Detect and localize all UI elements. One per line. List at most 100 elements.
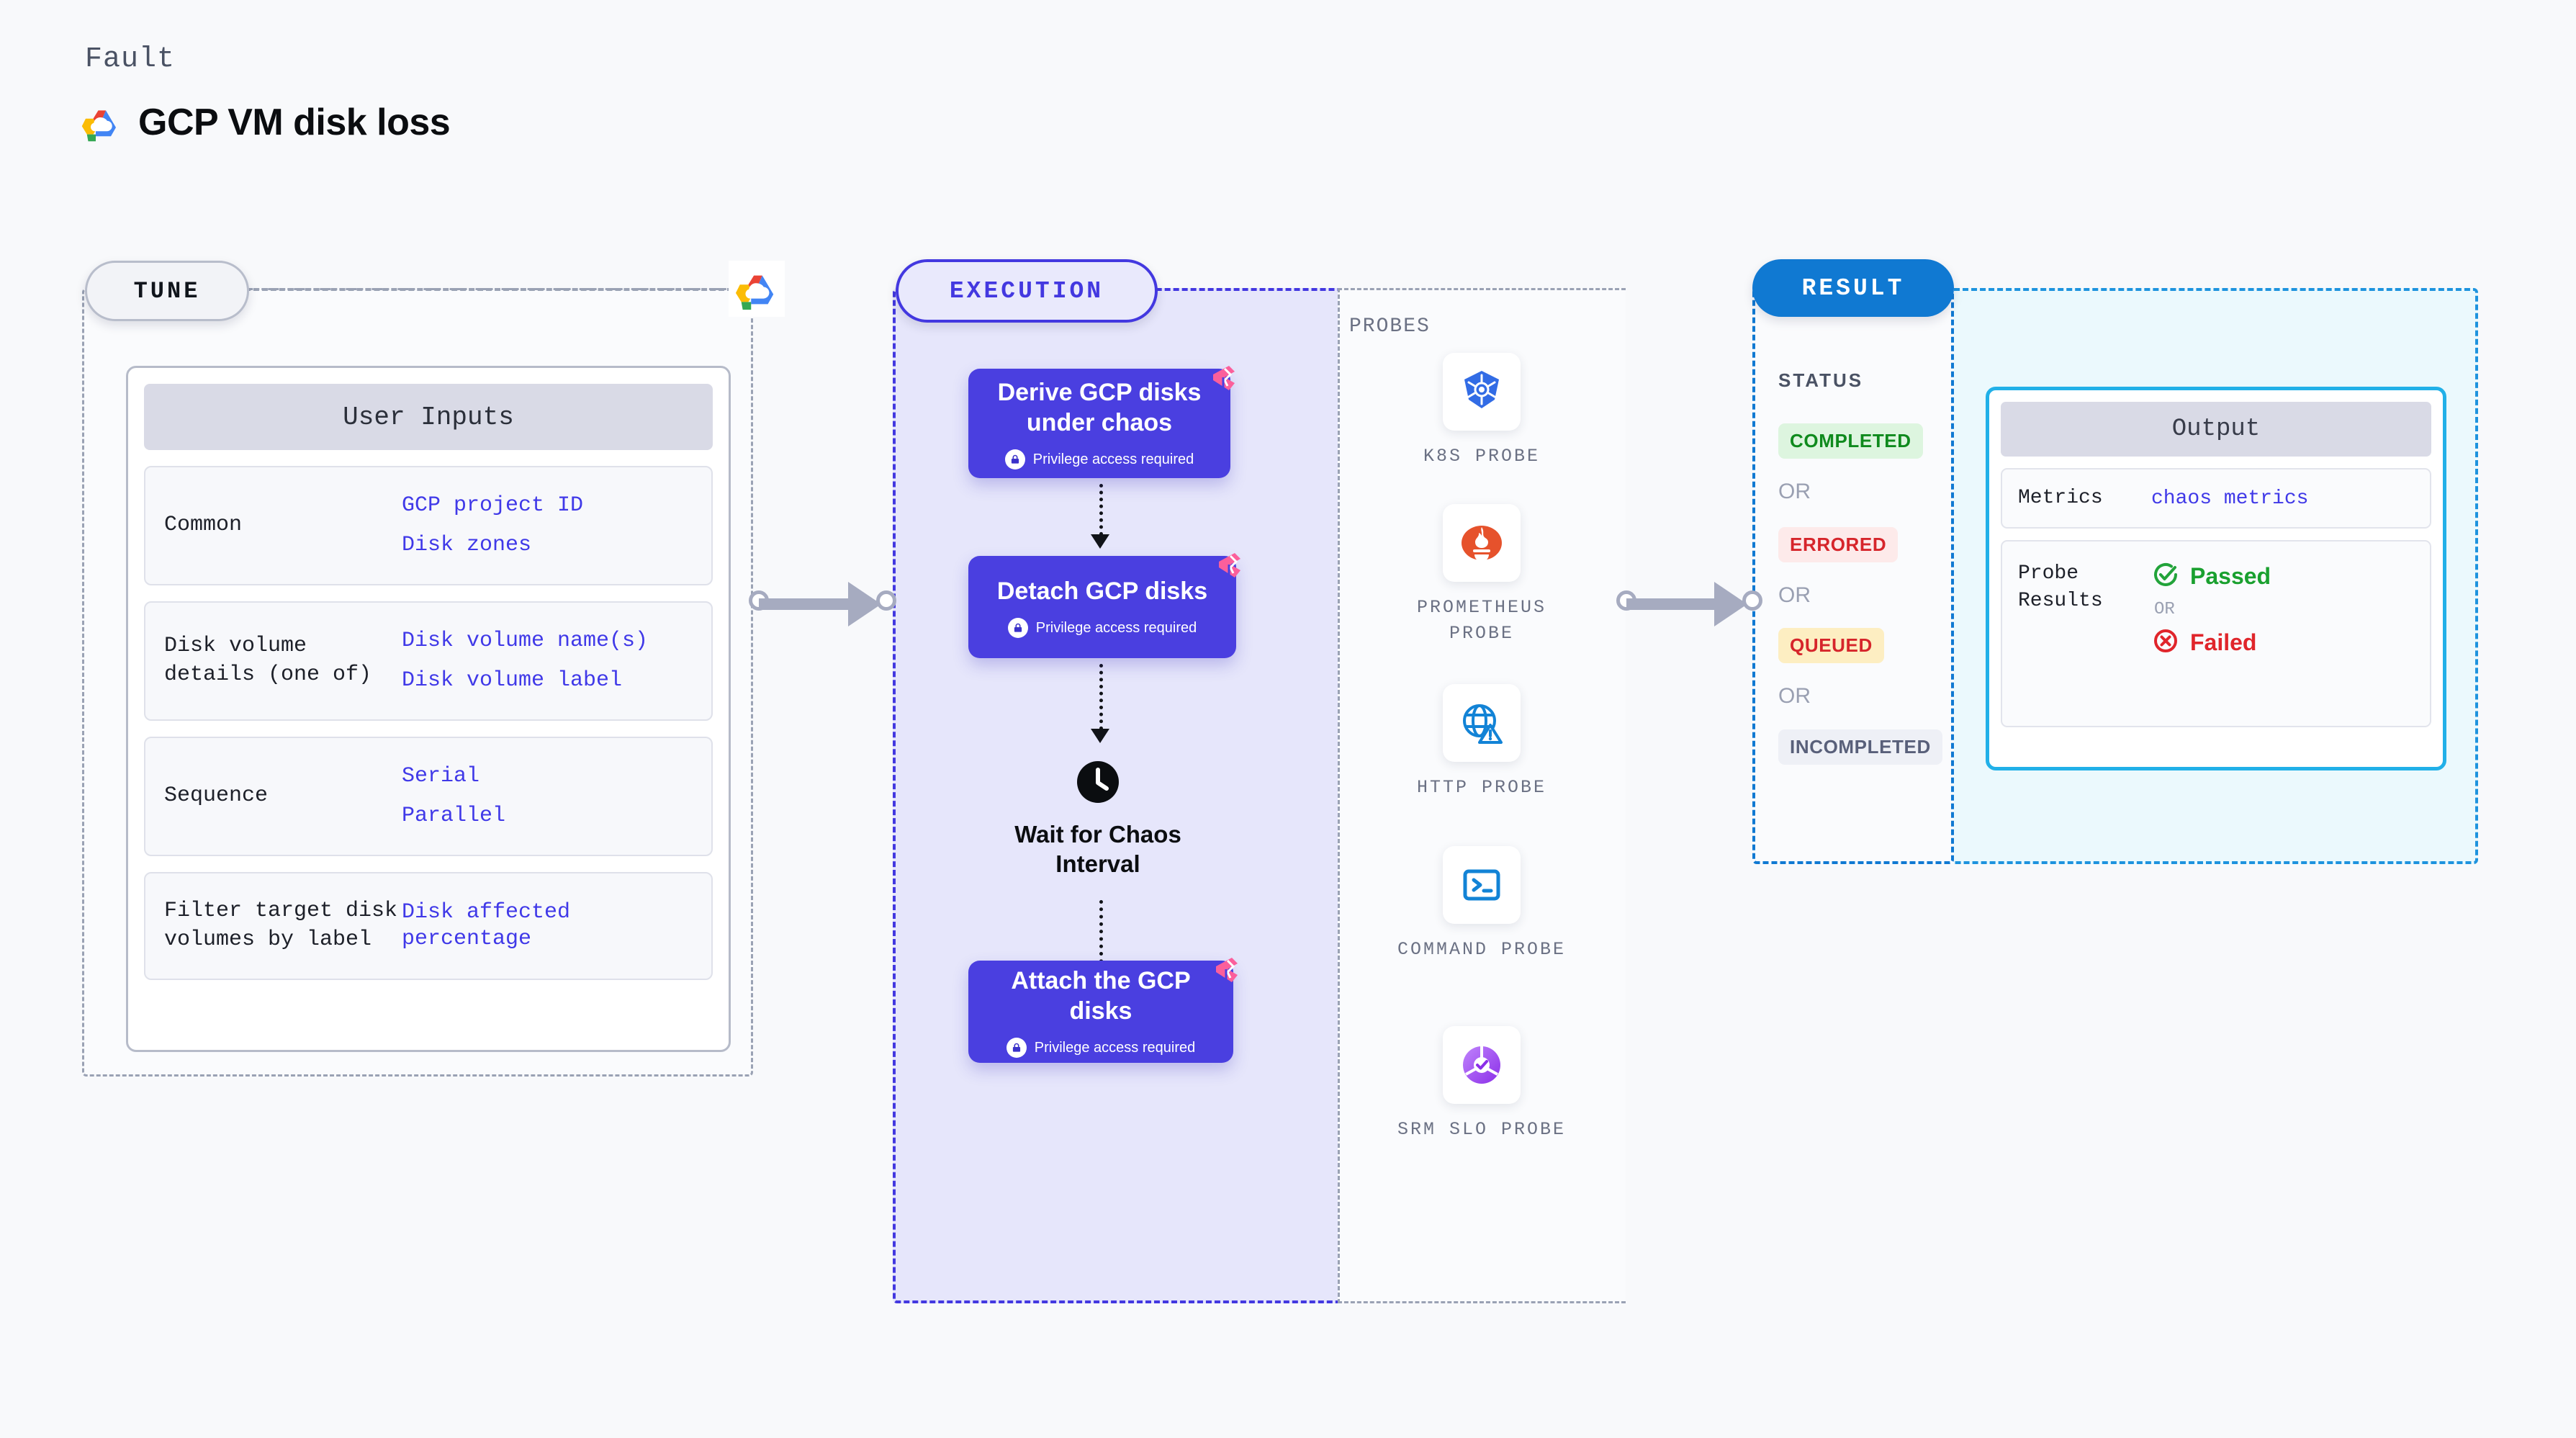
output-row-probe-results: Probe Results Passed OR	[2001, 540, 2431, 727]
privilege-text: Privilege access required	[1032, 451, 1194, 467]
privilege-notice: Privilege access required	[1006, 1038, 1196, 1059]
probe-result-values: Passed OR Failed	[2151, 560, 2271, 659]
probe-result-passed: Passed	[2151, 560, 2271, 593]
user-inputs-values: Disk affected percentage	[402, 899, 693, 953]
connector-arrowhead	[1714, 582, 1747, 626]
execution-step-title: Attach the GCP disks	[1011, 966, 1191, 1025]
probe-item[interactable]: K8S PROBE	[1381, 353, 1582, 469]
tune-badge[interactable]: TUNE	[85, 261, 249, 321]
connector-end-dot	[876, 590, 896, 611]
status-badge-completed: COMPLETED	[1778, 423, 1923, 459]
probe-result-failed-label: Failed	[2190, 629, 2257, 655]
execution-step[interactable]: Derive GCP disks under chaos Privilege a…	[968, 366, 1235, 478]
probes-panel	[1338, 288, 1626, 1303]
connector-line	[759, 598, 860, 610]
probe-item[interactable]: COMMAND PROBE	[1381, 846, 1582, 963]
connector-line	[1626, 598, 1726, 610]
page-title: GCP VM disk loss	[138, 102, 451, 143]
probe-result-or-label: OR	[2154, 600, 2175, 619]
result-status-panel	[1752, 288, 1954, 864]
user-inputs-values: Disk volume name(s) Disk volume label	[402, 628, 693, 695]
user-inputs-values: Serial Parallel	[402, 763, 693, 830]
user-inputs-header: User Inputs	[144, 384, 713, 450]
user-inputs-value[interactable]: Disk volume label	[402, 668, 623, 693]
privilege-text: Privilege access required	[1035, 619, 1197, 636]
output-probe-results-key: Probe Results	[2018, 562, 2103, 612]
user-inputs-row: Sequence Serial Parallel	[144, 737, 713, 856]
status-or-label: OR	[1778, 684, 1811, 708]
status-badge-errored: ERRORED	[1778, 527, 1899, 562]
status-or-label: OR	[1778, 583, 1811, 607]
execution-step-title: Detach GCP disks	[996, 577, 1208, 605]
privilege-notice: Privilege access required	[1007, 618, 1197, 639]
execution-step[interactable]: Detach GCP disks Privilege access requir…	[968, 553, 1240, 658]
clock-icon	[1076, 760, 1120, 808]
connector-tune-to-execution	[749, 582, 896, 626]
srm-slo-icon	[1443, 1026, 1521, 1104]
http-globe-icon	[1443, 684, 1521, 762]
probe-label: K8S PROBE	[1423, 446, 1541, 467]
kubernetes-icon	[1443, 353, 1521, 431]
user-inputs-key: Disk volume details (one of)	[164, 634, 372, 687]
probe-result-failed: Failed	[2151, 626, 2271, 659]
user-inputs-key: Filter target disk volumes by label	[164, 899, 398, 952]
probe-label: HTTP PROBE	[1416, 777, 1547, 798]
privilege-notice: Privilege access required	[1004, 449, 1194, 470]
probe-item[interactable]: PROMETHEUS PROBE	[1381, 504, 1582, 647]
user-inputs-value[interactable]: Disk affected percentage	[402, 899, 571, 952]
result-badge[interactable]: RESULT	[1752, 259, 1954, 317]
user-inputs-values: GCP project ID Disk zones	[402, 493, 693, 560]
fault-ribbon-icon	[1203, 359, 1240, 396]
output-metrics-value[interactable]: chaos metrics	[2151, 487, 2309, 510]
probe-label: SRM SLO PROBE	[1397, 1119, 1567, 1140]
output-metrics-key: Metrics	[2018, 487, 2103, 510]
execution-step-title: Derive GCP disks under chaos	[997, 378, 1202, 436]
status-or-label: OR	[1778, 480, 1811, 503]
status-label: STATUS	[1778, 369, 1864, 391]
user-inputs-key: Sequence	[164, 783, 269, 809]
user-inputs-key: Common	[164, 513, 243, 538]
google-cloud-icon	[729, 261, 785, 317]
output-header: Output	[2001, 402, 2431, 457]
output-card: Output Metrics chaos metrics Probe Resul…	[1986, 387, 2446, 770]
user-inputs-value[interactable]: Disk volume name(s)	[402, 628, 649, 653]
execution-badge[interactable]: EXECUTION	[896, 259, 1158, 323]
user-inputs-card: User Inputs Common GCP project ID Disk z…	[126, 366, 731, 1052]
x-circle-icon	[2151, 626, 2180, 659]
user-inputs-value[interactable]: Serial	[402, 763, 480, 788]
tune-dashed-connector	[245, 288, 742, 291]
privilege-text: Privilege access required	[1034, 1039, 1196, 1056]
connector-end-dot	[1742, 590, 1762, 611]
fault-ribbon-icon	[1209, 546, 1246, 583]
status-badge-queued: QUEUED	[1778, 628, 1884, 663]
fault-ribbon-icon	[1206, 951, 1243, 988]
connector-arrowhead	[848, 582, 881, 626]
user-inputs-row: Common GCP project ID Disk zones	[144, 466, 713, 585]
lock-icon	[1004, 449, 1025, 470]
check-circle-icon	[2151, 560, 2180, 593]
user-inputs-row: Filter target disk volumes by label Disk…	[144, 872, 713, 980]
user-inputs-value[interactable]: Disk zones	[402, 533, 532, 557]
user-inputs-row: Disk volume details (one of) Disk volume…	[144, 601, 713, 721]
execution-step[interactable]: Attach the GCP disks Privilege access re…	[968, 958, 1238, 1063]
page-title-row: GCP VM disk loss	[81, 101, 451, 144]
probe-label: PROMETHEUS PROBE	[1416, 597, 1547, 644]
page-eyebrow: Fault	[85, 43, 176, 76]
wait-label: Wait for Chaos Interval	[1014, 821, 1181, 878]
lock-icon	[1006, 1038, 1027, 1059]
probe-result-passed-label: Passed	[2190, 563, 2271, 589]
status-badge-incompleted: INCOMPLETED	[1778, 729, 1942, 765]
probes-label: PROBES	[1349, 315, 1431, 338]
lock-icon	[1007, 618, 1028, 639]
terminal-icon	[1443, 846, 1521, 924]
probe-label: COMMAND PROBE	[1397, 939, 1567, 960]
output-row-metrics: Metrics chaos metrics	[2001, 468, 2431, 529]
prometheus-icon	[1443, 504, 1521, 582]
user-inputs-value[interactable]: Parallel	[402, 804, 506, 828]
wait-for-chaos-interval-node: Wait for Chaos Interval	[1008, 760, 1188, 879]
user-inputs-value[interactable]: GCP project ID	[402, 493, 584, 518]
probe-item[interactable]: HTTP PROBE	[1381, 684, 1582, 801]
connector-execution-to-result	[1616, 582, 1762, 626]
google-cloud-icon	[81, 102, 121, 143]
probe-item[interactable]: SRM SLO PROBE	[1381, 1026, 1582, 1143]
